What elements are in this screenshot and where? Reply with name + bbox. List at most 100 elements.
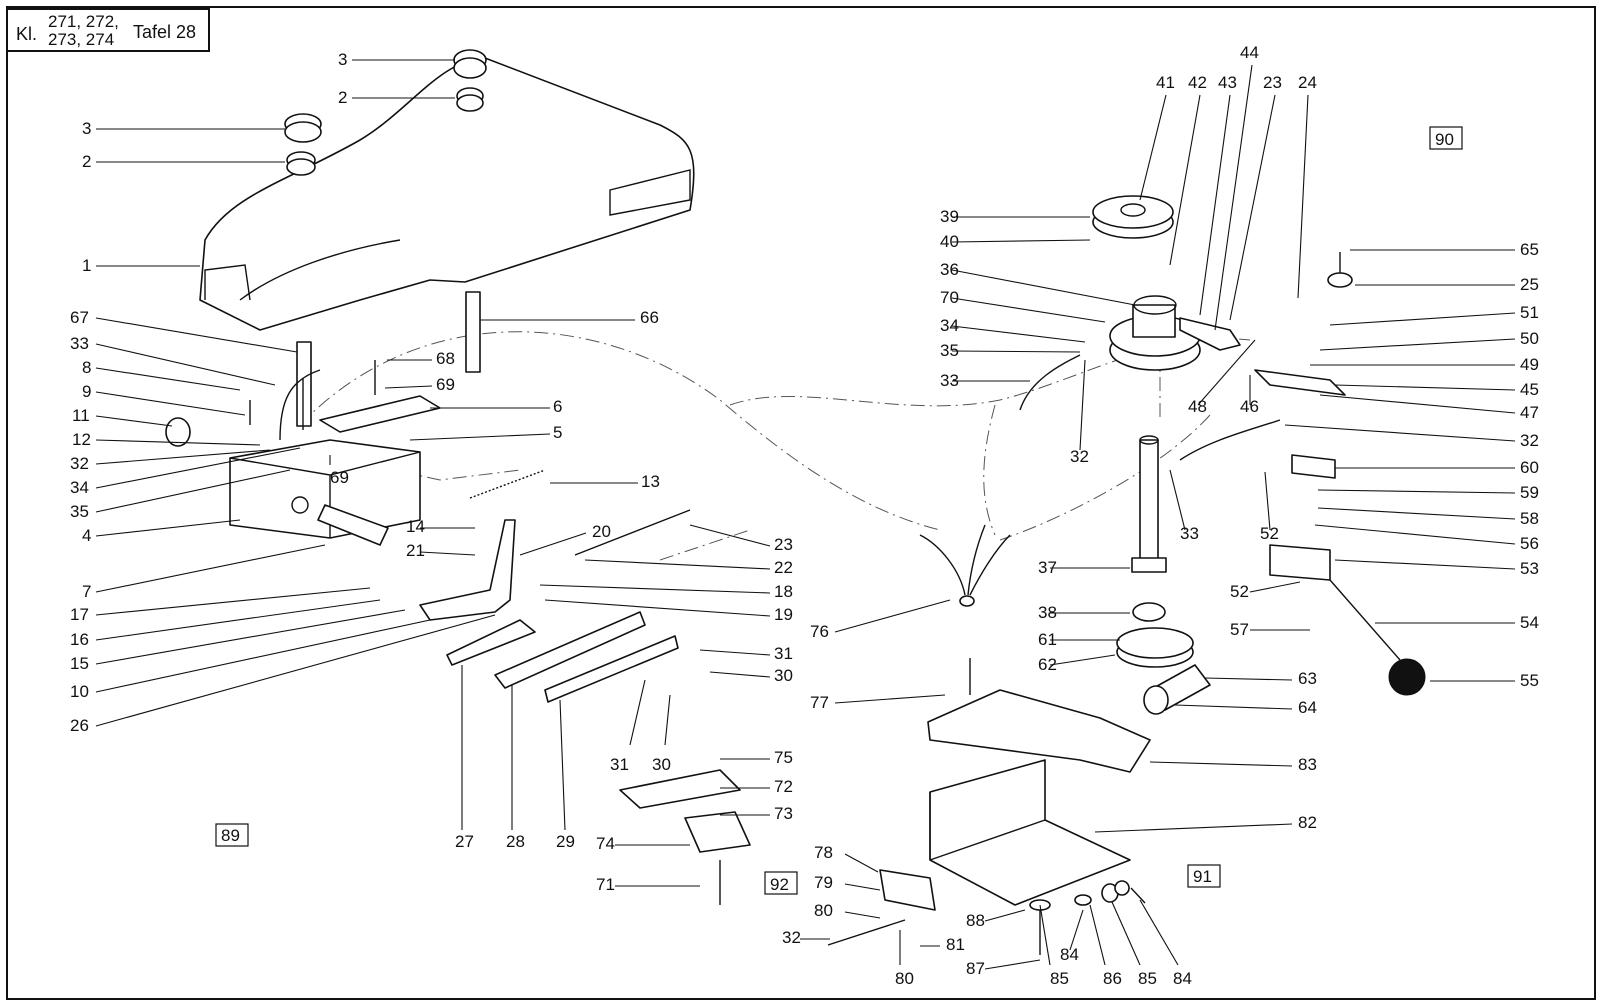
leader-line (951, 269, 1136, 306)
leader-line (1111, 901, 1141, 966)
shaft-part (1131, 435, 1167, 573)
part-label: 20 (592, 522, 611, 541)
part-label: 41 (1156, 73, 1175, 92)
leader-line (95, 439, 261, 446)
section-marker-label: 90 (1435, 130, 1454, 149)
leader-line (689, 524, 771, 547)
part-label: 62 (1038, 655, 1057, 674)
leader-line (834, 599, 951, 633)
cover-part (199, 57, 695, 331)
plate-part (1254, 369, 1346, 396)
leader-line (1334, 384, 1516, 391)
leader-line (1039, 904, 1051, 966)
part-label: 14 (406, 517, 425, 536)
assembly-path (299, 449, 521, 481)
leader-line (951, 239, 1091, 243)
knife-part (446, 611, 679, 703)
leader-line (1214, 64, 1253, 331)
part-label: 49 (1520, 355, 1539, 374)
part-label: 75 (774, 748, 793, 767)
leader-line (1149, 761, 1293, 767)
wheel-part (1092, 195, 1201, 371)
part-label: 2 (338, 88, 347, 107)
part-label: 16 (70, 630, 89, 649)
leader-line (1169, 469, 1186, 531)
leader-line (709, 671, 771, 678)
leader-line (95, 415, 173, 427)
block-part (229, 439, 421, 539)
part-label: 74 (596, 834, 615, 853)
part-label: 11 (72, 406, 90, 425)
part-label: 8 (82, 358, 91, 377)
plate-part (319, 395, 441, 433)
part-label: 10 (70, 682, 89, 701)
part-label: 35 (940, 341, 959, 360)
leader-line (1329, 312, 1516, 326)
leader-line (559, 699, 566, 831)
fastener-parts (165, 252, 1353, 955)
leader-line (1319, 394, 1516, 414)
part-label: 85 (1050, 969, 1069, 988)
part-label: 37 (1038, 558, 1057, 577)
part-label: 47 (1520, 403, 1539, 422)
assembly-path (983, 404, 1211, 541)
part-label: 64 (1298, 698, 1317, 717)
part-label: 69 (436, 375, 455, 394)
part-label: 59 (1520, 483, 1539, 502)
leader-line (95, 609, 406, 665)
leader-line (1284, 424, 1516, 442)
part-label: 28 (506, 832, 525, 851)
part-label: 9 (82, 382, 91, 401)
lever-part (1179, 317, 1241, 351)
leader-line (95, 619, 431, 693)
felt-part (927, 689, 1151, 773)
part-label: 66 (640, 308, 659, 327)
leader-line (844, 911, 881, 919)
part-label: 42 (1188, 73, 1207, 92)
part-label: 55 (1520, 671, 1539, 690)
leader-line (95, 469, 291, 513)
part-label: 68 (436, 349, 455, 368)
leader-line (95, 599, 381, 641)
part-label: 85 (1138, 969, 1157, 988)
part-label: 34 (70, 478, 89, 497)
title-plate: Tafel 28 (133, 22, 197, 42)
gear-part (1116, 602, 1211, 715)
part-label: 76 (810, 622, 829, 641)
leader-line (844, 883, 881, 891)
part-label: 71 (596, 875, 615, 894)
leader-line (951, 325, 1086, 343)
part-label: 13 (641, 472, 660, 491)
leader-line (95, 449, 271, 465)
leader-line (1264, 471, 1271, 531)
part-label: 24 (1298, 73, 1317, 92)
leader-line (95, 519, 241, 537)
part-label: 21 (406, 541, 425, 560)
leader-line (1229, 94, 1276, 321)
title-prefix: Kl. (16, 24, 38, 44)
part-label: 84 (1060, 945, 1079, 964)
leader-line (95, 447, 301, 489)
part-label: 52 (1230, 582, 1249, 601)
block-part (1269, 454, 1426, 696)
leader-line (95, 343, 276, 386)
part-label: 46 (1240, 397, 1259, 416)
leader-line (419, 551, 476, 556)
part-label: 81 (946, 935, 965, 954)
leader-line (384, 385, 433, 389)
part-label: 6 (553, 397, 562, 416)
leader-line (1169, 94, 1201, 266)
leader-line (1317, 507, 1516, 520)
knob-part (284, 49, 487, 176)
wire-part (827, 919, 906, 946)
part-label: 25 (1520, 275, 1539, 294)
part-label: 80 (814, 901, 833, 920)
part-label: 32 (70, 454, 89, 473)
leader-line (1079, 359, 1086, 451)
foot-plate-part (619, 769, 751, 905)
part-label: 61 (1038, 630, 1057, 649)
part-labels: 3232167338911123234354717161510266869656… (70, 43, 1539, 988)
bracket-part (879, 869, 936, 911)
leader-line (951, 297, 1106, 323)
